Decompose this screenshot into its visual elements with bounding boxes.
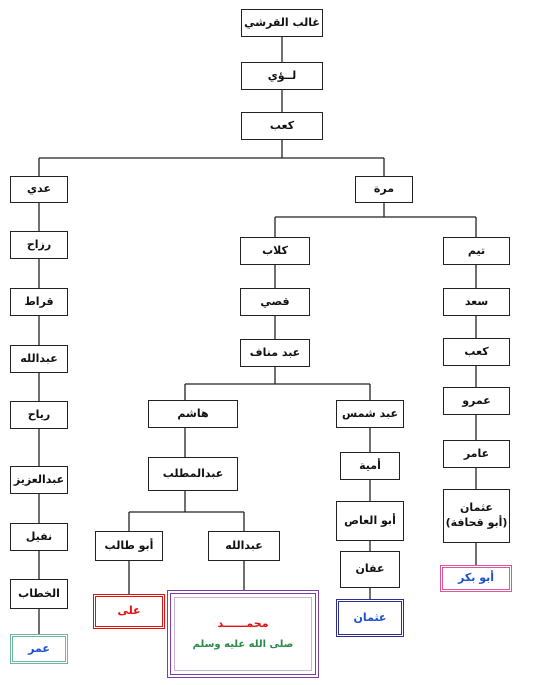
node-label: عامر [463,446,490,460]
prophet-salutation: صلى الله عليه وسلم [192,638,294,650]
node-label: كعب [269,118,295,132]
node-uthman: عثمان [336,599,404,637]
node-abdullah-father: عبدالله [208,531,280,561]
node-label: عبدالله [225,538,263,552]
node-uthman-abu-quhafa: عثمان (أبو قحافة) [443,489,510,543]
node-label: قصي [260,294,290,308]
node-label: غالب القرشي [244,15,320,29]
node-kaab: كعب [241,112,323,140]
node-label: أبو العاص [344,513,396,527]
node-qurt: قراط [10,288,68,316]
node-adi: عدي [10,176,68,203]
node-label: رزاح [26,237,52,251]
node-label: عدي [27,182,51,196]
node-label: كعب [464,344,489,358]
node-taym: تيم [443,237,510,265]
node-label: رياح [27,407,51,421]
node-abdullah-adi: عبدالله [10,345,68,373]
node-umar: عمر [10,634,68,664]
node-qusay: قصي [240,288,310,316]
node-label: على [117,604,141,618]
node-ghalib: غالب القرشي [241,9,323,37]
node-label: أبو طالب [104,538,154,552]
node-label: عبد مناف [249,345,301,359]
node-saad: سعد [443,288,510,316]
node-hashim: هاشم [148,400,238,428]
node-label: عفان [355,562,385,576]
node-nufayl: نفيل [10,523,68,551]
node-label: سعد [464,294,489,308]
node-amr: عمرو [443,387,510,415]
node-label: عمرو [462,393,491,407]
node-label: عبد شمس [342,406,398,420]
node-abdulaziz: عبدالعزيز [10,466,68,494]
node-abu-al-as: أبو العاص [336,501,404,541]
node-rizah: رزاح [10,231,68,259]
node-abu-talib: أبو طالب [95,531,163,561]
node-label: تيم [467,243,486,257]
node-label: أمية [359,458,381,472]
node-kunya: (أبو قحافة) [445,516,508,529]
node-label: عثمان [353,610,387,624]
node-label: قراط [24,294,54,308]
node-label: لــؤي [267,68,297,82]
node-kaab-taym: كعب [443,338,510,366]
node-label: عثمان [460,501,493,515]
node-luay: لــؤي [241,62,323,90]
node-abu-bakr: أبو بكر [440,565,512,592]
node-abdulmuttalib: عبدالمطلب [148,457,238,491]
node-affan: عفان [340,551,400,588]
node-muhammad: محمــــــد صلى الله عليه وسلم [167,590,319,678]
node-label: مرة [373,182,395,196]
node-label: أبو بكر [458,571,494,585]
node-ali: على [93,594,165,629]
node-amir: عامر [443,440,510,468]
node-riyah: رياح [10,401,68,429]
node-label: عبدالمطلب [162,466,224,480]
node-label: نفيل [25,529,53,543]
node-al-khattab: الخطاب [10,579,68,609]
node-murra: مرة [355,176,413,203]
node-label: الخطاب [18,586,60,600]
node-label: عمر [28,641,50,655]
node-label: هاشم [177,406,209,420]
node-kilab: كلاب [240,237,310,265]
node-umayya: أمية [340,452,400,480]
node-abd-manaf: عبد مناف [240,339,310,367]
node-label: كلاب [262,243,288,257]
node-label: عبدالله [20,351,58,365]
prophet-name: محمــــــد [217,616,269,630]
node-label: عبدالعزيز [13,472,65,486]
node-abd-shams: عبد شمس [336,400,404,428]
